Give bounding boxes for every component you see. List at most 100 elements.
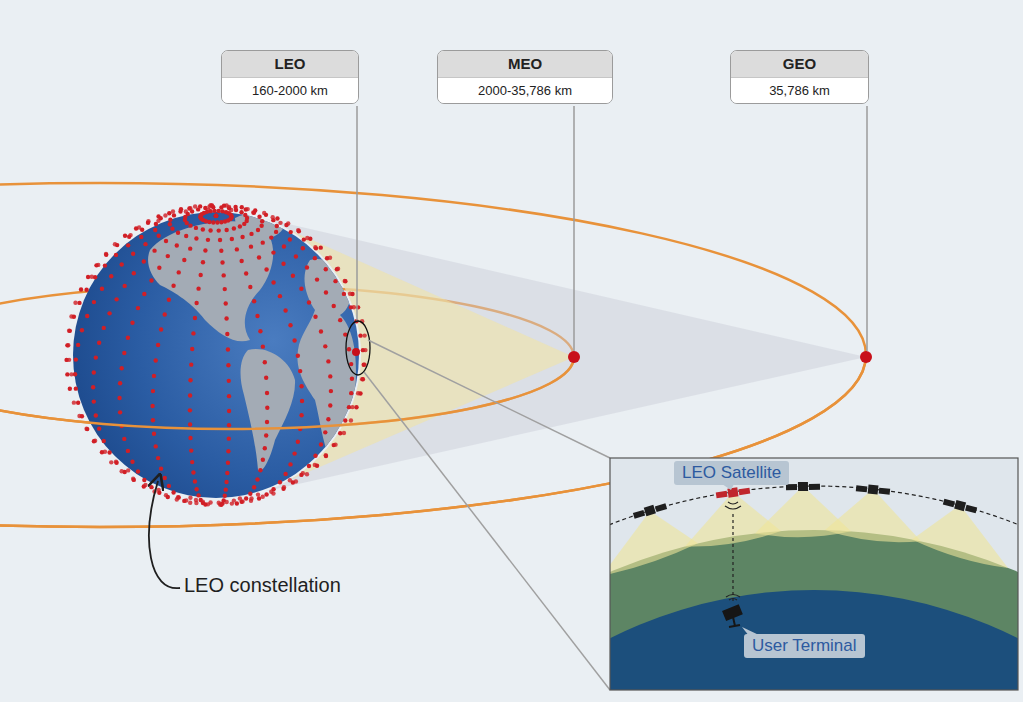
satellite-dot (298, 369, 302, 373)
callout-box: LEO Satellite (674, 461, 789, 485)
satellite-dot (132, 271, 136, 275)
solar-panel (716, 491, 728, 498)
satellite-dot (154, 358, 158, 362)
satellite-dot (163, 476, 167, 480)
satellite-dot (225, 332, 229, 336)
satellite-dot (324, 267, 328, 271)
satellite-dot (122, 437, 126, 441)
satellite-dot (265, 406, 269, 410)
satellite-dot (136, 306, 140, 310)
orbit-tag: MEO2000-35,786 km (437, 50, 613, 104)
satellite-dot (347, 347, 351, 351)
satellite-dot (131, 252, 135, 256)
satellite-dot (349, 391, 353, 395)
satellite-dot (203, 206, 207, 210)
continent (241, 349, 296, 471)
satellite-dot (305, 265, 309, 269)
satellite-dot (362, 333, 366, 337)
satellite-dot (361, 377, 365, 381)
meo-orbit-front (0, 357, 574, 429)
earth-globe (73, 212, 359, 498)
satellite-dot (188, 408, 192, 412)
solar-panel (879, 488, 891, 495)
solar-panel (965, 505, 977, 514)
satellite-dot (240, 235, 244, 239)
satellite-dot (305, 236, 309, 240)
satellite-dot (191, 470, 195, 474)
satellite-dot (214, 214, 218, 218)
satellite-dot (208, 209, 212, 213)
satellite-dot (219, 249, 223, 253)
satellite-body (954, 500, 966, 511)
satellite-dot (294, 254, 298, 258)
satellite-dot (350, 377, 354, 381)
satellite-dot (201, 260, 205, 264)
satellite-dot (238, 496, 242, 500)
satellite-dot (190, 460, 194, 464)
satellite-dot (232, 498, 236, 502)
satellite-dot (126, 336, 130, 340)
satellite-dot (248, 491, 252, 495)
satellite-dot (166, 254, 170, 258)
satellite-dot (245, 207, 249, 211)
callout-box: User Terminal (744, 634, 865, 658)
satellite-dot (255, 477, 259, 481)
satellite-dot (264, 267, 268, 271)
satellite-dot (104, 252, 108, 256)
satellite-dot (255, 314, 259, 318)
orbit-tag: GEO35,786 km (730, 50, 869, 104)
continent (235, 212, 285, 239)
satellite-dot (214, 214, 218, 218)
satellite-dot (194, 301, 198, 305)
satellite-dot (299, 384, 303, 388)
satellite-dot (219, 220, 223, 224)
satellite-dot (358, 333, 362, 337)
satellite-dot (294, 479, 298, 483)
satellite-dot (244, 496, 248, 500)
geo-orbit (0, 183, 866, 527)
satellite-dot (167, 298, 171, 302)
satellite-dot (264, 433, 268, 437)
satellite-dot (122, 351, 126, 355)
satellite-dot (189, 362, 193, 366)
satellite-dot (262, 211, 266, 215)
satellite-dot (362, 363, 366, 367)
satellite-dot (163, 312, 167, 316)
satellite-dot (67, 329, 71, 333)
satellite-dot (257, 255, 261, 259)
satellite-dot (79, 287, 83, 291)
satellite-dot (307, 464, 311, 468)
satellite-dot (122, 470, 126, 474)
satellite-dot (343, 279, 347, 283)
satellite-dot (139, 235, 143, 239)
satellite-dot (324, 454, 328, 458)
satellite-dot (261, 495, 265, 499)
satellite-dot (92, 439, 96, 443)
satellite-dot (224, 480, 228, 484)
satellite-dot (283, 472, 287, 476)
satellite-dot (159, 466, 163, 470)
beam (825, 489, 921, 542)
satellite-dot (261, 240, 265, 244)
satellite-dot (189, 448, 193, 452)
satellite-dot (249, 244, 253, 248)
satellite-dot (126, 449, 130, 453)
satellite-dot (94, 413, 98, 417)
satellite-dot (283, 308, 287, 312)
satellite-dot (324, 290, 328, 294)
satellite-dot (92, 399, 96, 403)
satellite-dot (226, 449, 230, 453)
satellite-dot (119, 262, 123, 266)
satellite-dot (313, 245, 317, 249)
satellite-dot (274, 230, 278, 234)
satellite-dot (214, 214, 218, 218)
satellite-dot (328, 403, 332, 407)
satellite-dot (188, 246, 192, 250)
satellite-dot (73, 372, 77, 376)
satellite-dot (227, 409, 231, 413)
satellite-dot (84, 427, 88, 431)
satellite-dot (326, 359, 330, 363)
satellite-dot (109, 460, 113, 464)
orbit-name: GEO (731, 51, 868, 78)
